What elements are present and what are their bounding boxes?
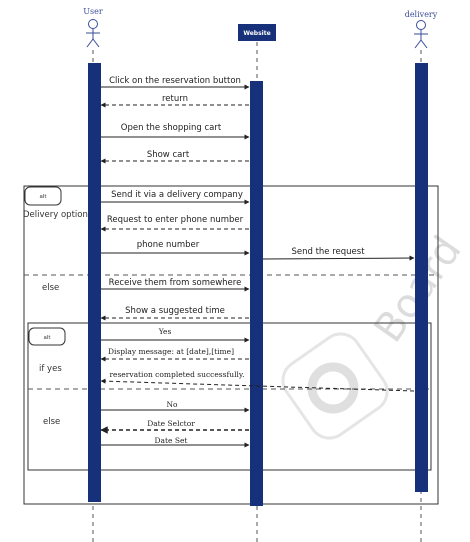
website-participant-label: Website — [243, 30, 270, 37]
message-7: phone number — [101, 240, 250, 256]
message-11: Yes — [101, 327, 250, 343]
message-12: Display message: at [date],[time] — [100, 347, 249, 362]
message-label: Yes — [158, 327, 172, 336]
outer-else-label: else — [42, 283, 59, 293]
website-participant: Website — [238, 24, 276, 41]
delivery-stick-figure-icon — [414, 20, 428, 49]
message-label: phone number — [137, 240, 200, 250]
message-label: Send it via a delivery company — [111, 190, 243, 200]
inner-alt-tag — [28, 327, 66, 346]
message-4: Show cart — [100, 150, 249, 164]
website-activation-bar — [250, 81, 263, 506]
inner-alt-tag-label: alt — [43, 335, 51, 341]
user-stick-figure-icon — [86, 19, 100, 48]
message-8: Send the request — [262, 247, 415, 261]
delivery-actor: delivery — [405, 10, 438, 49]
inner-guard-label: if yes — [39, 364, 62, 374]
message-5: Send it via a delivery company — [101, 190, 250, 205]
message-1: Click on the reservation button — [101, 76, 250, 90]
message-label: reservation completed successfully. — [109, 370, 244, 379]
message-label: Receive them from somewhere — [109, 278, 242, 288]
user-actor-label: User — [83, 7, 103, 16]
message-13: reservation completed successfully. — [100, 370, 415, 392]
message-label: Display message: at [date],[time] — [108, 347, 234, 356]
message-label: Send the request — [291, 247, 365, 257]
watermark: Board — [281, 228, 470, 440]
message-2: return — [100, 94, 249, 108]
inner-else-label: else — [43, 417, 60, 427]
message-10: Show a suggested time — [100, 306, 249, 321]
message-15: Date Selctor — [100, 419, 249, 434]
message-label: Show cart — [147, 150, 190, 160]
message-3: Open the shopping cart — [101, 123, 250, 140]
outer-alt-tag-label: alt — [39, 194, 47, 200]
message-14: No — [101, 400, 250, 413]
message-label: Open the shopping cart — [121, 123, 222, 133]
message-16: Date Set — [101, 436, 250, 448]
outer-alt-tag — [24, 186, 62, 206]
outer-guard-label: Delivery option — [23, 210, 88, 220]
message-6: Request to enter phone number — [100, 215, 249, 232]
message-9: Receive them from somewhere — [101, 278, 250, 292]
message-label: Date Selctor — [147, 419, 195, 428]
user-activation-bar — [88, 63, 101, 502]
outer-alt-fragment: alt Delivery option else — [23, 185, 439, 505]
delivery-activation-bar — [415, 63, 428, 492]
message-label: No — [166, 400, 178, 409]
delivery-actor-label: delivery — [405, 10, 438, 19]
user-actor: User — [83, 7, 103, 48]
message-label: Request to enter phone number — [107, 215, 244, 225]
website-participant-box — [238, 24, 276, 41]
message-label: Date Set — [155, 436, 188, 445]
message-label: Show a suggested time — [125, 306, 225, 316]
message-label: Click on the reservation button — [109, 76, 241, 86]
message-label: return — [162, 94, 188, 104]
